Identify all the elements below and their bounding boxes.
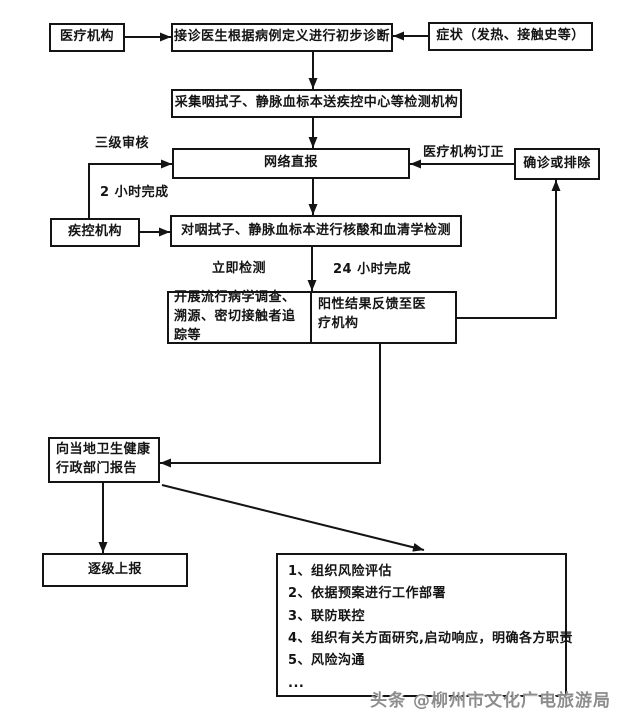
edge-label-two-hours-done: 2 小时完成	[100, 185, 169, 200]
edge-label-immediate-test: 立即检测	[212, 261, 267, 276]
arrow-positive-to-report-admin	[160, 344, 381, 468]
node-initial-diagnosis: 接诊医生根据病例定义进行初步诊断	[171, 23, 393, 52]
node-level-by-level-report: 逐级上报	[42, 553, 188, 587]
node-collect-samples: 采集咽拭子、静脉血标本送疾控中心等检测机构	[171, 89, 462, 118]
node-network-direct-report: 网络直报	[172, 148, 410, 179]
node-epi-investigation: 开展流行病学调查、溯源、密切接触者追踪等	[167, 290, 312, 344]
toutiao-watermark: 头条 @柳州市文化广电旅游局	[370, 691, 611, 711]
node-response-measures-list: 1、组织风险评估 2、依据预案进行工作部署 3、联防联控 4、组织有关方面研究,…	[276, 553, 573, 697]
node-medical-org: 医疗机构	[49, 23, 125, 52]
edge-label-three-level-review: 三级审核	[95, 136, 150, 151]
response-list-item: 3、联防联控	[288, 608, 366, 624]
response-list-item: 2、依据预案进行工作部署	[288, 586, 447, 602]
node-cdc-org: 疾控机构	[50, 218, 140, 247]
node-lab-test: 对咽拭子、静脉血标本进行核酸和血清学检测	[170, 215, 462, 247]
response-list-item: 5、风险沟通	[288, 653, 366, 669]
node-confirm-or-exclude: 确诊或排除	[514, 148, 600, 180]
response-list-item: 4、组织有关方面研究,启动响应，明确各方职责	[288, 631, 573, 647]
response-list-item: 1、组织风险评估	[288, 564, 393, 579]
node-positive-feedback: 阳性结果反馈至医疗机构	[310, 291, 457, 344]
arrow-positive-to-confirm	[457, 180, 561, 319]
arrow-cdc-to-network-report	[88, 159, 172, 218]
arrow-report-admin-to-response-list	[161, 484, 425, 552]
edge-label-medical-org-correction: 医疗机构订正	[423, 145, 505, 160]
edge-label-24-hours-done: 24 小时完成	[333, 262, 412, 277]
node-symptoms: 症状（发热、接触史等）	[428, 22, 593, 51]
response-list-item: ...	[288, 675, 305, 691]
node-report-to-health-admin: 向当地卫生健康行政部门报告	[48, 437, 160, 483]
